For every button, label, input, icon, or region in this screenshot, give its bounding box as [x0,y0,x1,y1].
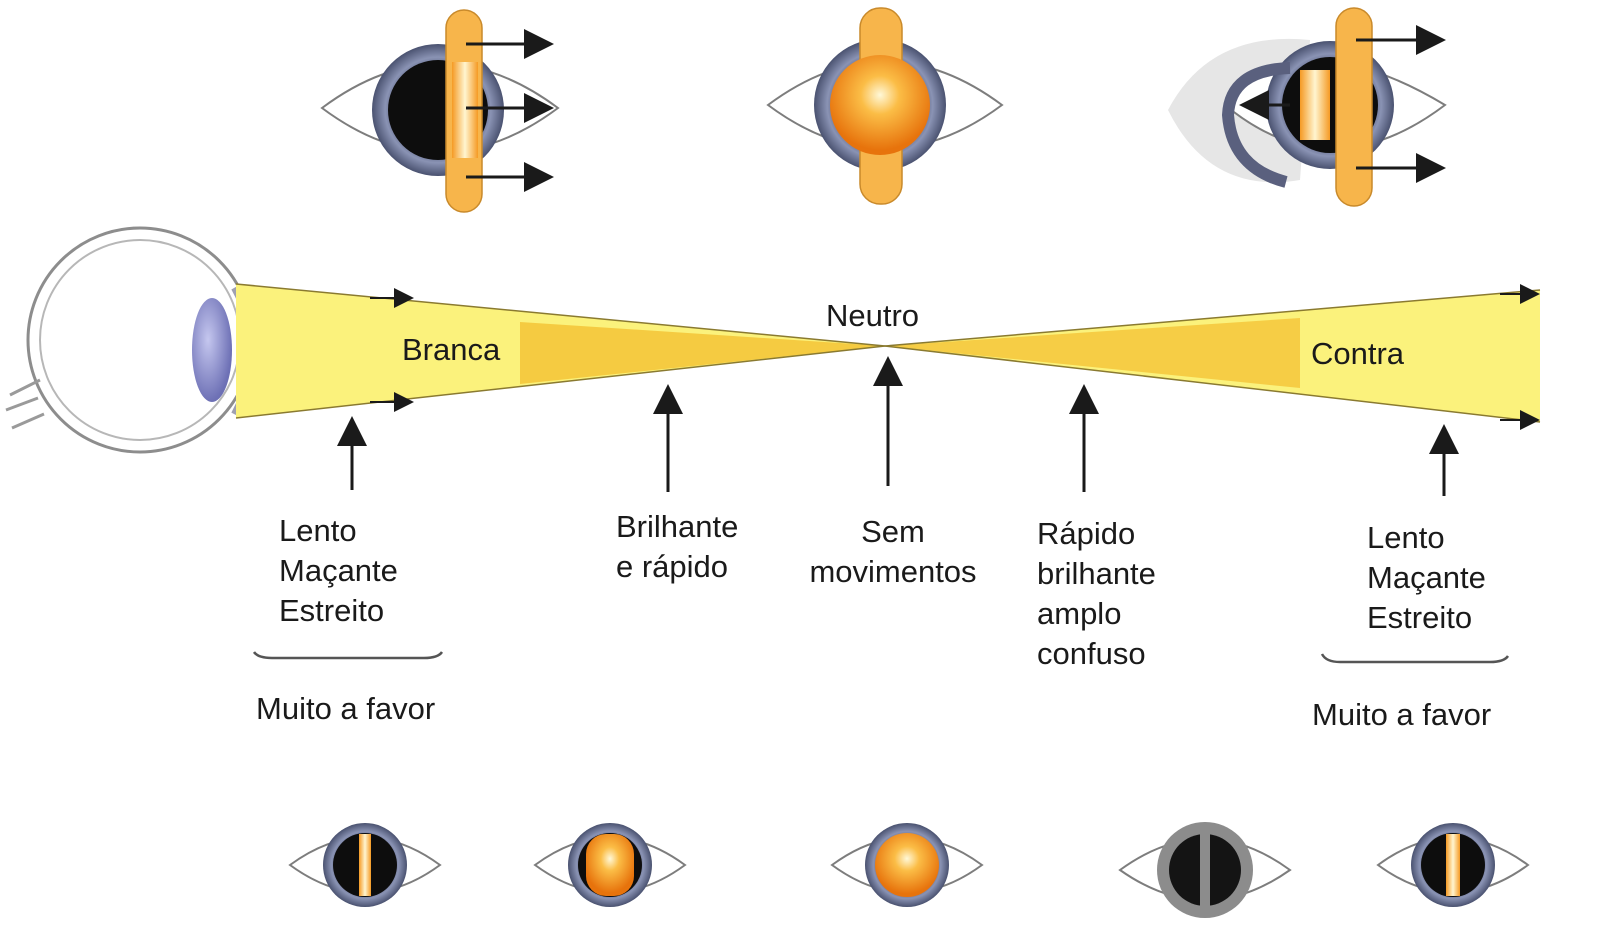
eyeball-cross-section [5,226,254,454]
beam-right-label: Contra [1311,336,1405,371]
pointer-arrows [337,356,1459,496]
observation-line: e rápido [616,549,729,584]
observation-line: Lento [279,513,357,548]
observation-line: movimentos [809,554,977,589]
left-group-bracket [252,651,444,660]
observation-line: Estreito [279,593,385,628]
observation-far-left: Lento Maçante Estreito [279,511,398,631]
top-eye-against-motion [1168,7,1447,207]
bottom-eye-1 [288,823,442,907]
bottom-eye-2 [533,823,687,907]
observation-near-right: Rápido brilhante amplo confuso [1037,514,1156,674]
observation-line: brilhante [1037,556,1156,591]
group-label-left: Muito a favor [256,691,436,726]
bottom-eye-4 [1118,822,1292,918]
light-beam [235,283,1541,430]
observation-line: amplo [1037,596,1122,631]
bottom-eye-5 [1376,823,1530,907]
beam-center-label: Neutro [826,298,920,333]
observation-line: Maçante [1367,560,1486,595]
right-group-bracket [1320,653,1510,664]
bottom-eye-3 [830,823,984,907]
observation-near-left: Brilhante e rápido [616,507,738,587]
observation-center: Sem movimentos [798,512,988,592]
observation-far-right: Lento Maçante Estreito [1367,518,1486,638]
observation-line: Brilhante [616,509,739,544]
observation-line: Rápido [1037,516,1136,551]
observation-line: confuso [1037,636,1146,671]
top-eye-with-motion [320,9,560,213]
observation-line: Maçante [279,553,398,588]
group-label-right: Muito a favor [1312,697,1492,732]
beam-left-label: Branca [402,332,501,367]
top-eye-neutral [766,7,1004,205]
observation-line: Lento [1367,520,1445,555]
observation-line: Sem [861,514,925,549]
observation-line: Estreito [1367,600,1473,635]
